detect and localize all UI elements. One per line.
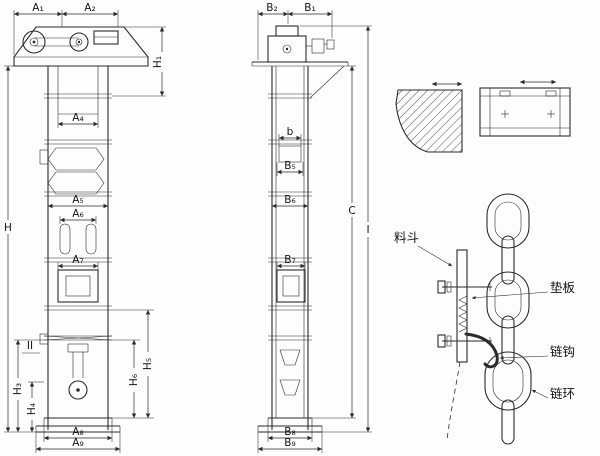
boot-bucket-1	[279, 349, 301, 366]
dim-label-b9: B₉	[284, 437, 295, 449]
chain-hook	[464, 332, 499, 369]
front-casing	[39, 66, 113, 430]
chain-ring-1	[486, 193, 530, 249]
dim-label-h3: H₃	[12, 383, 24, 395]
label-pad-plate: 垫板	[550, 280, 576, 295]
front-head	[13, 26, 149, 67]
dim-label-b5: B₅	[284, 160, 295, 172]
bucket-section-profile	[395, 89, 463, 153]
dim-label-a2: A₂	[84, 2, 95, 14]
platform-brace	[309, 65, 345, 99]
dim-label-b6: B₆	[284, 194, 295, 206]
boot-bucket-2	[279, 379, 301, 396]
label-chain-hook: 链钩	[550, 344, 575, 359]
dim-label-h4: H₄	[26, 403, 38, 415]
inspection-door-side	[276, 269, 306, 303]
chain-link-side-2	[501, 315, 515, 365]
dim-label-a6: A₆	[72, 208, 83, 220]
dim-label-i: I	[366, 224, 369, 236]
label-hopper: 料斗	[394, 230, 419, 245]
side-head	[251, 25, 349, 99]
dim-label-a9: A₉	[72, 437, 83, 449]
bucket-side	[278, 145, 302, 163]
chain-ring-2	[486, 271, 530, 329]
bolt-nut-bottom	[437, 334, 446, 348]
chain-link-side-3	[501, 399, 515, 445]
bucket-detail	[395, 79, 571, 153]
tail-pulley	[68, 380, 88, 400]
hopper-wall-dashed	[446, 361, 461, 441]
dim-label-b8: B₈	[284, 426, 295, 438]
bucket-front-2	[47, 171, 105, 195]
inspection-door-front	[57, 269, 99, 303]
dim-label-a1: A₁	[32, 2, 43, 14]
dim-label-h: H	[4, 222, 12, 234]
bucket-front-1	[47, 147, 105, 171]
drive-box	[93, 30, 119, 45]
label-chain-ring: 链环	[550, 386, 575, 401]
bolt-nut-top	[437, 280, 446, 294]
dim-label-c: C	[348, 205, 355, 217]
motor-block	[275, 25, 299, 37]
pad-plate	[456, 249, 468, 363]
dim-label-b: b	[287, 126, 294, 138]
dim-label-h5: H₅	[142, 358, 154, 370]
dim-label-b2: B₂	[266, 2, 277, 14]
takeup-screw	[67, 343, 89, 353]
front-dimensions: A₁ A₂ H₁ A₄ A₅ A₆	[1, 2, 166, 453]
dim-label-a7: A₇	[72, 254, 83, 266]
chain-detail: 料斗 垫板 链钩 链环	[394, 193, 576, 445]
dim-label-a8: A₈	[72, 426, 83, 438]
head-pulley-small	[69, 32, 89, 52]
dim-label-b1: B₁	[304, 2, 315, 14]
side-dimensions: B₂ B₁ b B₅ B₆ B₇	[257, 2, 374, 453]
bucket-front-detail	[479, 87, 571, 137]
chain-strand-left	[59, 223, 71, 255]
dim-label-h1: H₁	[152, 56, 164, 68]
chain-ring-3	[484, 351, 532, 411]
front-view: A₁ A₂ H₁ A₄ A₅ A₆	[1, 2, 166, 453]
chain-strand-right	[85, 223, 97, 255]
front-boot	[35, 343, 121, 433]
section-mark-ii: II	[27, 340, 33, 352]
side-casing	[257, 66, 323, 433]
side-view: B₂ B₁ b B₅ B₆ B₇	[251, 2, 374, 453]
dim-label-b7: B₇	[284, 254, 295, 266]
dim-label-h6: H₆	[128, 374, 140, 386]
chain-link-side-1	[501, 235, 515, 285]
dim-label-a4: A₄	[72, 112, 83, 124]
head-pulley-large	[22, 30, 46, 54]
dim-label-a5: A₅	[72, 194, 83, 206]
